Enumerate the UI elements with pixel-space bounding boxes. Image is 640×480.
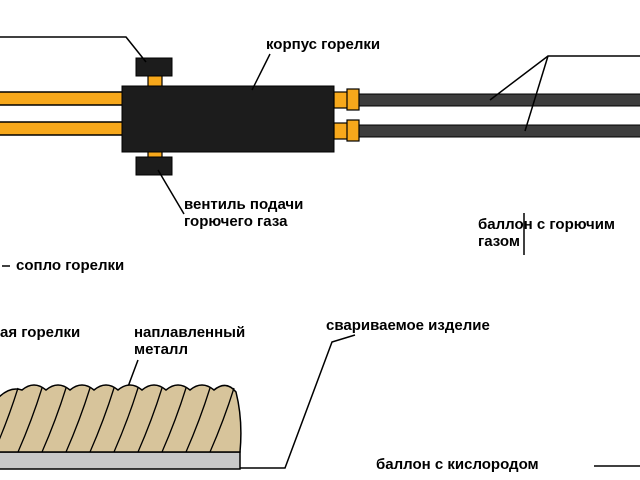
workpiece-plate [0, 451, 241, 470]
upper-valve-knob [135, 57, 173, 77]
leader-cylinders-2 [524, 55, 549, 132]
lower-valve-knob [135, 156, 173, 176]
leader-top-left [0, 36, 147, 63]
weld-bead-ripple [137, 387, 163, 453]
lower-gas-hose [358, 124, 640, 138]
leader-torch-body [251, 53, 271, 91]
label-fuel-cylinder-line2: газом [478, 233, 520, 250]
lower-connector [333, 122, 349, 140]
weld-bead-body [0, 384, 242, 453]
upper-orange-hose [0, 91, 125, 106]
leader-fuel-valve [157, 169, 185, 215]
label-fuel-valve-line1: вентиль подачи [184, 196, 304, 213]
label-torch-partial: ая горелки [0, 324, 81, 341]
torch-body [121, 85, 335, 153]
label-torch-nozzle: сопло горелки [16, 257, 125, 274]
upper-gas-hose [358, 93, 640, 107]
weld-bead-ripple [65, 387, 91, 453]
weld-bead-ripples [0, 387, 235, 453]
weld-bead-ripple [161, 387, 187, 453]
orange-hoses [0, 91, 125, 136]
weld-bead-ripple [89, 387, 115, 453]
upper-connector [333, 91, 349, 109]
label-fuel-valve-line2: горючего газа [184, 213, 288, 230]
weld-bead-ripple [185, 387, 211, 453]
leader-workpiece [238, 334, 356, 469]
leader-cylinders [489, 55, 640, 101]
lower-connector-cap [346, 119, 360, 142]
leader-lines [0, 36, 640, 469]
lower-orange-hose [0, 121, 125, 136]
label-torch-body: корпус горелки [266, 36, 381, 53]
label-deposited-metal-line1: наплавленный [134, 324, 246, 341]
weld-bead-ripple [41, 387, 67, 453]
weld-bead-ripple [0, 387, 19, 440]
weld-bead-ripple [17, 387, 43, 453]
weld-bead [0, 384, 242, 453]
label-deposited-metal-line2: металл [134, 341, 188, 358]
label-workpiece: свариваемое изделие [326, 317, 490, 334]
label-oxygen-cylinder: баллон с кислородом [376, 456, 539, 473]
label-fuel-cylinder-line1: баллон с горючим [478, 216, 616, 233]
weld-bead-ripple [113, 387, 139, 453]
weld-bead-ripple [209, 387, 235, 453]
upper-connector-cap [346, 88, 360, 111]
